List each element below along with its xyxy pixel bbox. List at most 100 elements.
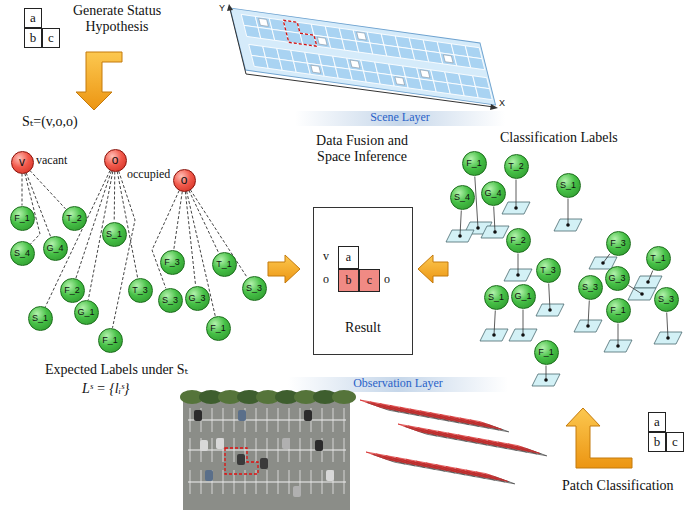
label-circle: S_4 — [450, 185, 475, 210]
node-text: S_1 — [32, 314, 48, 323]
stall-line — [278, 408, 279, 432]
label-circle: T_2 — [62, 206, 87, 231]
leader-line — [549, 284, 550, 311]
stall-line — [234, 408, 235, 432]
status-label: occupied — [127, 168, 170, 182]
leader-line — [618, 324, 619, 347]
layer-label: Scene Layer — [295, 111, 505, 125]
wire-line — [382, 408, 502, 430]
patch-dot — [476, 226, 480, 230]
label-circle: F_1 — [462, 151, 487, 176]
patch-dot — [566, 223, 570, 227]
node-text: T_3 — [132, 286, 148, 295]
car-cube — [357, 32, 367, 40]
car — [200, 440, 208, 451]
car — [260, 458, 268, 469]
wire-line — [376, 406, 496, 428]
stall-line — [267, 470, 268, 494]
node-text: S_3 — [582, 283, 598, 292]
node-text: S_1 — [560, 181, 576, 190]
patch-dot — [586, 324, 590, 328]
stall-line — [234, 438, 235, 462]
stall-line — [190, 470, 191, 494]
car-cube — [420, 70, 430, 78]
leader-line — [628, 285, 642, 294]
node-text: G_3 — [608, 274, 625, 283]
car — [237, 454, 245, 465]
heading-text: Data Fusion and Space Inference — [314, 133, 410, 165]
leader-line — [460, 211, 461, 237]
label-circle: G_1 — [511, 284, 536, 309]
patch-dot — [544, 378, 548, 382]
label-circle: G_1 — [74, 300, 99, 325]
layer-bar — [288, 377, 508, 392]
stall-line — [223, 470, 224, 494]
grid-cell: a — [648, 412, 666, 432]
node-text: F_1 — [14, 214, 30, 223]
node-text: v — [19, 156, 25, 168]
tree-connector — [30, 170, 66, 208]
wire-line — [414, 430, 534, 452]
axis-head — [490, 104, 498, 110]
stall-line — [212, 438, 213, 462]
layer-label: Observation Layer — [288, 377, 508, 391]
stall-line — [344, 408, 345, 432]
node-text: a — [346, 251, 351, 265]
stall-line — [333, 408, 334, 432]
node-text: G_3 — [188, 294, 205, 303]
status-letter: o — [323, 273, 329, 287]
leader-line — [494, 311, 495, 336]
x-axis — [246, 74, 494, 107]
orange-arrow — [566, 408, 632, 468]
photo-ground — [183, 392, 350, 510]
leader-line — [546, 366, 547, 381]
leader-line — [648, 271, 653, 283]
tree-connector — [187, 191, 216, 316]
node-text: o — [181, 174, 188, 186]
wire-line — [409, 428, 529, 450]
node-text: Result — [345, 320, 381, 336]
grid-cell: a — [24, 8, 42, 28]
node-text: c — [367, 274, 372, 288]
heading-text: Patch Classification — [562, 478, 674, 494]
node-text: G_4 — [484, 189, 501, 198]
node-text: F_1 — [210, 324, 226, 333]
grid-cell: b — [648, 432, 666, 452]
car — [238, 410, 246, 421]
wire-line — [377, 456, 497, 478]
formula-text: Lˢ = {lᵢˢ} — [82, 381, 129, 397]
label-circle: G_3 — [185, 286, 210, 311]
node-text: F_2 — [510, 236, 526, 245]
car — [216, 438, 224, 449]
car — [194, 410, 202, 421]
stall-line — [223, 408, 224, 432]
node-text: G_1 — [77, 308, 94, 317]
label-circle: T_3 — [536, 258, 561, 283]
wire-slab — [366, 452, 515, 484]
patch-dot — [493, 230, 497, 234]
node-text: a — [654, 415, 660, 430]
y-axis — [230, 9, 246, 74]
stall-line — [190, 438, 191, 462]
car-cube — [350, 60, 360, 68]
label-circle: T_1 — [646, 246, 671, 271]
wire-slab — [360, 400, 509, 432]
label-circle: F_1 — [534, 340, 559, 365]
node-text: S_3 — [162, 296, 178, 305]
layer-bar — [295, 111, 505, 126]
label-circle: S_3 — [242, 276, 267, 301]
car — [315, 440, 323, 451]
stall-line — [300, 408, 301, 432]
car-cube — [395, 77, 405, 85]
stall-line — [344, 438, 345, 462]
image-patch — [628, 288, 656, 300]
leader-line — [568, 199, 569, 226]
status-letter: v — [323, 250, 329, 264]
grid-cell: c — [42, 28, 60, 48]
node-text: S_3 — [658, 295, 674, 304]
leader-line — [523, 310, 524, 336]
node-text: S_1 — [106, 230, 122, 239]
label-circle: S_1 — [556, 173, 581, 198]
node-text: T_2 — [508, 162, 524, 171]
leader-line — [516, 180, 517, 209]
